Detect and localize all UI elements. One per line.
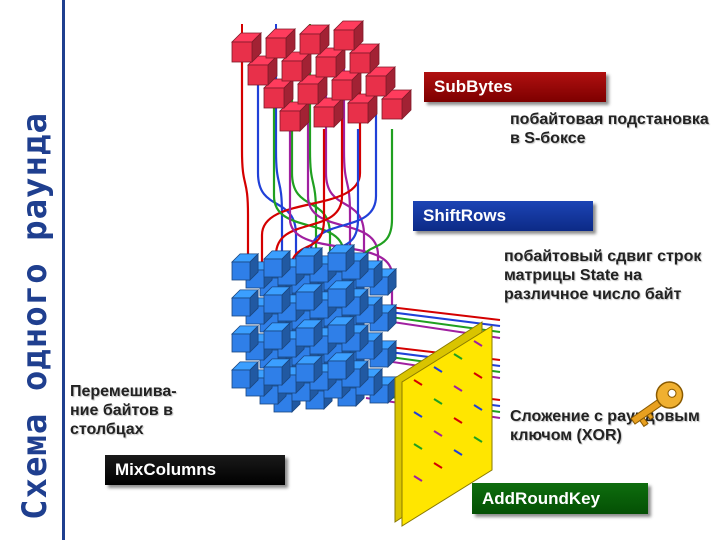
shift-wire: [342, 60, 352, 255]
s-box-cube: [265, 28, 296, 59]
mix-cube: [231, 324, 260, 353]
shift-rows-description: побайтовый сдвиг строк матрицы State на …: [504, 248, 702, 303]
key-icon: [622, 375, 692, 435]
mix-cube: [231, 288, 260, 317]
mix-cube: [327, 315, 356, 344]
slide-title: Схема одного раунда: [2, 0, 58, 540]
s-box-cube: [231, 32, 262, 63]
mix-cube: [327, 243, 356, 272]
mix-cube: [295, 282, 324, 311]
mix-cube: [263, 285, 292, 314]
s-box-cube: [333, 20, 364, 51]
svg-text:Схема одного раунда: Схема одного раунда: [15, 112, 55, 520]
sidebar: Схема одного раунда: [0, 0, 62, 540]
s-box-cube: [381, 89, 412, 120]
mix-cube: [263, 249, 292, 278]
shift-rows-label: ShiftRows: [413, 201, 593, 231]
mix-cube: [231, 360, 260, 389]
mix-columns-description: Перемешива-ние байтов в столбцах: [70, 383, 177, 438]
mix-cube: [327, 279, 356, 308]
mix-cube: [231, 252, 260, 281]
s-box-cube: [299, 24, 330, 55]
mix-cube: [327, 351, 356, 380]
mix-columns-label: MixColumns: [105, 455, 285, 485]
add-round-key-label: AddRoundKey: [472, 483, 648, 514]
shift-wire: [240, 60, 250, 255]
shift-wire: [274, 106, 344, 295]
mix-cube: [263, 357, 292, 386]
mix-cube: [263, 321, 292, 350]
mix-cube: [295, 318, 324, 347]
shift-wire: [308, 60, 318, 255]
s-box-cube: [349, 43, 380, 74]
sub-bytes-label: SubBytes: [424, 72, 606, 102]
shift-wire: [324, 83, 366, 275]
sidebar-divider: [62, 0, 65, 540]
sub-bytes-description: побайтовая подстановка в S-боксе: [510, 111, 709, 147]
mix-cube: [295, 246, 324, 275]
mix-cube: [295, 354, 324, 383]
add-round-key-plane: [394, 321, 493, 527]
